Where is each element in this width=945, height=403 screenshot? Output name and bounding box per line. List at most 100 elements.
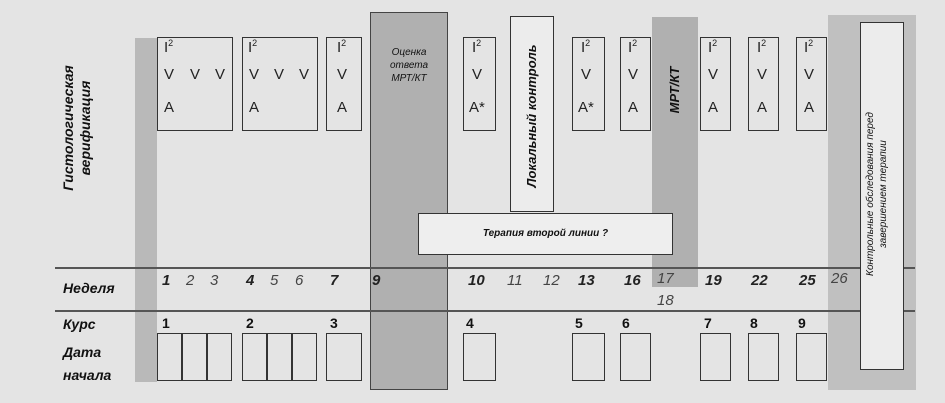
- mri-evaluation-line1: Оценка: [391, 47, 427, 58]
- a-symbol: A: [628, 99, 639, 116]
- v-symbol: V: [215, 66, 226, 83]
- week-number: 11: [507, 272, 523, 289]
- start-date-cell: [242, 333, 267, 381]
- course-number: 4: [466, 315, 474, 331]
- i2-symbol: I2: [708, 38, 718, 56]
- a-symbol: A: [249, 99, 260, 116]
- start-date-cell: [207, 333, 232, 381]
- mri-ct-label: МРТ/КТ: [667, 66, 682, 114]
- course-9-schedule-box: [796, 37, 827, 131]
- v-symbol: V: [164, 66, 175, 83]
- band-histology: [135, 38, 157, 382]
- week-number: 7: [330, 272, 339, 289]
- week-number: 13: [578, 272, 595, 289]
- week-number: 6: [295, 272, 304, 289]
- local-control-label: Локальный контроль: [524, 44, 539, 188]
- control-exam-box: [860, 22, 904, 370]
- course-number: 2: [246, 315, 254, 331]
- v-symbol: V: [337, 66, 348, 83]
- week-number: 9: [372, 272, 381, 289]
- v-symbol: V: [190, 66, 201, 83]
- start-date-cell: [267, 333, 292, 381]
- local-control-box: [510, 16, 554, 212]
- week-number: 3: [210, 272, 219, 289]
- course-3-schedule-box: [326, 37, 362, 131]
- start-date-label-line1: Дата: [63, 344, 102, 360]
- week-row-bottom-line: [55, 310, 915, 312]
- start-date-cell: [463, 333, 496, 381]
- start-date-cell: [157, 333, 182, 381]
- v-symbol: V: [274, 66, 285, 83]
- course-number: 5: [575, 315, 583, 331]
- mri-evaluation-line2: ответа: [389, 60, 429, 71]
- week-number: 22: [751, 272, 768, 289]
- a-star-symbol: A*: [578, 99, 594, 116]
- course-1-schedule-box: [157, 37, 233, 131]
- course-number: 9: [798, 315, 806, 331]
- v-symbol: V: [804, 66, 815, 83]
- a-symbol: A: [804, 99, 815, 116]
- a-symbol: A: [337, 99, 348, 116]
- v-symbol: V: [472, 66, 483, 83]
- a-star-symbol: A*: [469, 99, 485, 116]
- course-8-schedule-box: [748, 37, 779, 131]
- week-number: 1: [162, 272, 171, 289]
- start-date-cell: [182, 333, 207, 381]
- start-date-cell: [572, 333, 605, 381]
- week-number: 19: [705, 272, 722, 289]
- control-exam-label: Контрольные обследования перед завершени…: [865, 112, 889, 276]
- v-symbol: V: [628, 66, 639, 83]
- course-number: 8: [750, 315, 758, 331]
- i2-symbol: I2: [628, 38, 638, 56]
- week-number: 17: [657, 270, 674, 287]
- week-number: 12: [543, 272, 560, 289]
- course-number: 3: [330, 315, 338, 331]
- i2-symbol: I2: [581, 38, 591, 56]
- start-date-cell: [620, 333, 651, 381]
- v-symbol: V: [757, 66, 768, 83]
- v-symbol: V: [708, 66, 719, 83]
- week-number: 2: [186, 272, 195, 289]
- i2-symbol: I2: [164, 38, 174, 56]
- week-number: 18: [657, 292, 674, 309]
- a-symbol: A: [164, 99, 175, 116]
- course-number: 1: [162, 315, 170, 331]
- start-date-label-line2: начала: [63, 367, 112, 383]
- second-line-therapy-box: [418, 213, 673, 255]
- mri-evaluation-line3: МРТ/КТ: [391, 73, 427, 84]
- week-number: 16: [624, 272, 641, 289]
- week-number: 26: [831, 270, 848, 287]
- week-number: 10: [468, 272, 485, 289]
- second-line-therapy-label: Терапия второй линии ?: [482, 228, 609, 239]
- v-symbol: V: [249, 66, 260, 83]
- start-date-cell: [748, 333, 779, 381]
- histology-label: Гистологическая верификация: [60, 65, 93, 191]
- i2-symbol: I2: [248, 38, 258, 56]
- i2-symbol: I2: [337, 38, 347, 56]
- mri-evaluation-column: [370, 12, 448, 390]
- a-symbol: A: [708, 99, 719, 116]
- i2-symbol: I2: [804, 38, 814, 56]
- course-number: 6: [622, 315, 630, 331]
- i2-symbol: I2: [757, 38, 767, 56]
- start-date-cell: [292, 333, 317, 381]
- i2-symbol: I2: [472, 38, 482, 56]
- course-number: 7: [704, 315, 712, 331]
- course-5-schedule-box: [572, 37, 605, 131]
- band-mri-evaluation: [370, 12, 448, 390]
- week-row-label: Неделя: [63, 280, 115, 296]
- v-symbol: V: [581, 66, 592, 83]
- v-symbol: V: [299, 66, 310, 83]
- start-date-cell: [700, 333, 731, 381]
- course-2-schedule-box: [242, 37, 318, 131]
- start-date-cell: [326, 333, 362, 381]
- week-number: 4: [246, 272, 255, 289]
- a-symbol: A: [757, 99, 768, 116]
- course-4-schedule-box: [463, 37, 496, 131]
- course-7-schedule-box: [700, 37, 731, 131]
- mri-evaluation-label: Оценка ответа МРТ/КТ: [370, 46, 448, 85]
- course-row-label: Курс: [63, 316, 96, 332]
- week-number: 25: [799, 272, 816, 289]
- start-date-cell: [796, 333, 827, 381]
